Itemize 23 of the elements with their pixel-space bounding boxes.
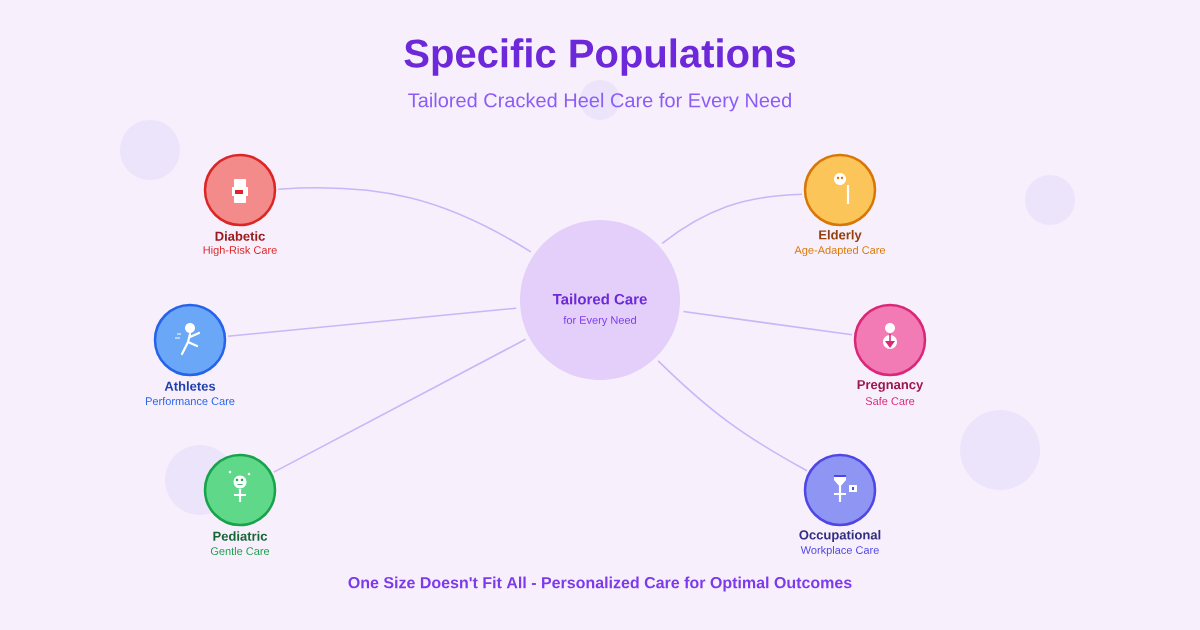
population-name: Diabetic	[215, 231, 265, 241]
population-name: Elderly	[819, 229, 862, 243]
connector-line	[273, 338, 527, 473]
caption: One Size Doesn't Fit All - Personalized Care for Optimal Outcomes	[348, 576, 852, 592]
population-name: Pediatric	[213, 531, 268, 541]
connector-line	[661, 193, 803, 245]
connector-line	[227, 307, 517, 338]
subtitle: Tailored Cracked Heel Care for Every Need	[408, 92, 791, 112]
care-label: Gentle Care	[210, 546, 270, 556]
population-name: Athletes	[164, 381, 216, 391]
care-label: Age-Adapted Care	[794, 245, 886, 257]
connector-line	[682, 310, 853, 336]
care-label: Performance Care	[146, 397, 235, 406]
connector-line	[277, 186, 532, 253]
population-name: Occupational	[799, 529, 881, 543]
care-label: Safe Care	[865, 397, 915, 406]
connector-line	[657, 360, 808, 472]
care-label: High-Risk Care	[203, 245, 277, 257]
population-name: Pregnancy	[857, 380, 924, 392]
care-label: Workplace Care	[800, 545, 879, 557]
hub-title: Tailored Care	[552, 293, 647, 305]
hub-subtitle: for Every Need	[563, 315, 636, 327]
title: Specific Populations	[404, 38, 796, 76]
